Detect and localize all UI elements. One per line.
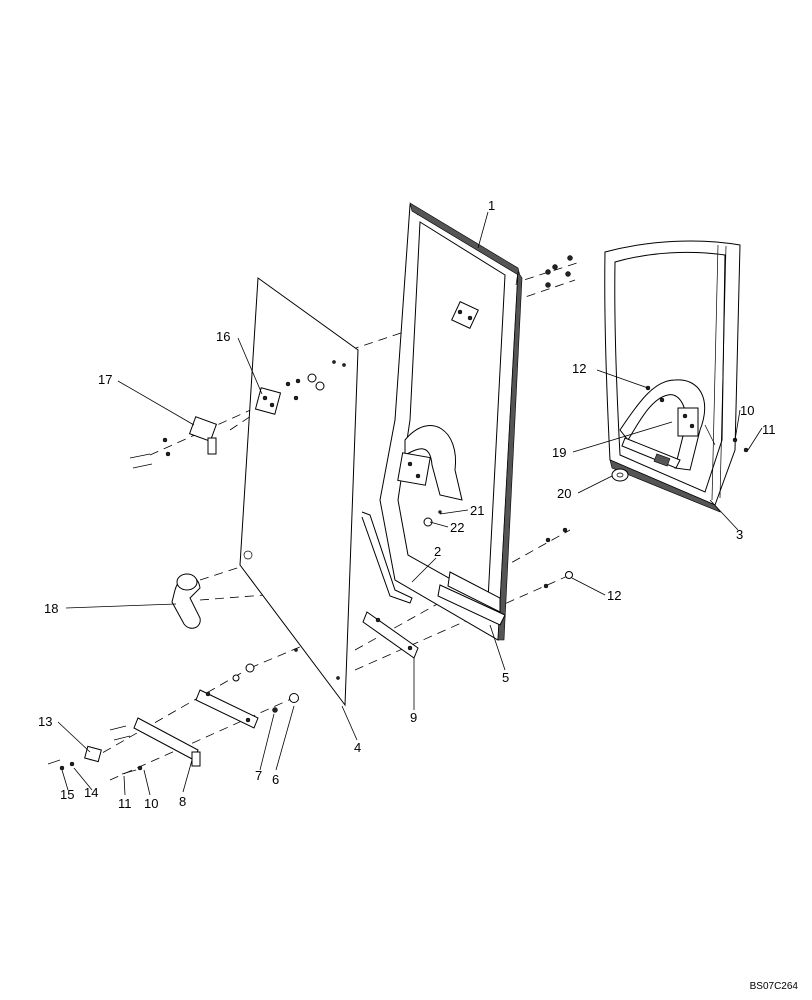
callout-labels: 1 2 3 4 5 6 7 8 9 10 10 11 11 12 12 13 1… [38, 198, 776, 811]
reference-code: BS07C264 [749, 981, 798, 992]
callout-2: 2 [434, 544, 441, 559]
callout-1: 1 [488, 198, 495, 213]
callout-22: 22 [450, 520, 464, 535]
callout-15: 15 [60, 787, 74, 802]
callout-19: 19 [552, 445, 566, 460]
rod-part-2 [361, 511, 413, 604]
glass-panel [239, 277, 359, 707]
callout-5: 5 [502, 670, 509, 685]
callout-13: 13 [38, 714, 52, 729]
callout-12-lower: 12 [607, 588, 621, 603]
callout-20: 20 [557, 486, 571, 501]
callout-16: 16 [216, 329, 230, 344]
callout-14: 14 [84, 785, 98, 800]
callout-12: 12 [572, 361, 586, 376]
callout-3: 3 [736, 527, 743, 542]
callout-10-right: 10 [740, 403, 754, 418]
callout-4: 4 [354, 740, 361, 755]
callout-18: 18 [44, 601, 58, 616]
hinge-plates [188, 387, 282, 455]
callout-11-right: 11 [762, 422, 776, 437]
handle-part-18 [171, 573, 201, 629]
door-frame [379, 202, 523, 641]
callout-11: 11 [118, 796, 132, 811]
callout-8: 8 [179, 794, 186, 809]
brackets [84, 611, 419, 767]
leader-lines [57, 211, 763, 796]
callout-9: 9 [410, 710, 417, 725]
callout-17: 17 [98, 372, 112, 387]
callout-6: 6 [272, 772, 279, 787]
door-assembly-part-3 [604, 240, 741, 513]
callout-7: 7 [255, 768, 262, 783]
callout-21: 21 [470, 503, 484, 518]
callout-10: 10 [144, 796, 158, 811]
